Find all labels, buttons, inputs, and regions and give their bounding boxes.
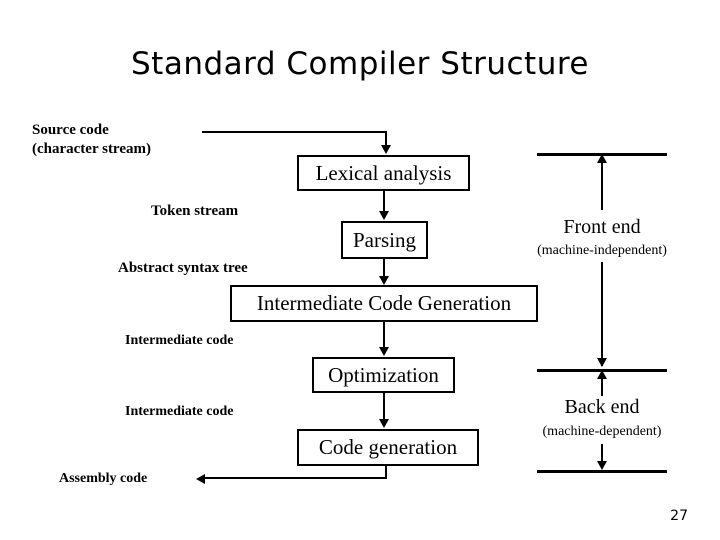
arrowhead-into-parsing <box>379 211 389 220</box>
phase-qualifier-front-end: (machine-independent) <box>537 243 667 258</box>
flow-label-abstract-syntax-tree: Abstract syntax tree <box>118 260 248 276</box>
phase-rule-back-end-bottom <box>537 470 667 473</box>
arrowhead-into-icg <box>379 276 389 285</box>
phase-label-back-end: Back end <box>564 396 640 418</box>
flow-label-intermediate-code-2: Intermediate code <box>125 404 234 419</box>
connector-codegen-to-assembly-horizontal <box>205 477 387 479</box>
stage-box-lexical-analysis[interactable]: Lexical analysis <box>297 155 470 191</box>
connector-source-to-lexical-vertical <box>385 131 387 146</box>
flow-label-token-stream: Token stream <box>151 203 239 219</box>
connector-parsing-to-icg <box>383 259 385 276</box>
flow-label-source-code-line1: Source code <box>32 122 109 138</box>
connector-lexical-to-parsing <box>383 190 385 212</box>
arrowhead-into-code-generation <box>379 419 389 428</box>
connector-icg-to-optimization <box>383 322 385 348</box>
flow-label-intermediate-code-1: Intermediate code <box>125 333 234 348</box>
stage-box-intermediate-code-generation[interactable]: Intermediate Code Generation <box>230 285 538 322</box>
phase-bracket-front-end-lower-stem <box>601 262 603 366</box>
flow-label-source-code: Source code (character stream) <box>32 121 151 159</box>
flow-label-source-code-line2: (character stream) <box>32 140 151 157</box>
arrowhead-into-optimization <box>379 347 389 356</box>
phase-label-front-end: Front end <box>563 216 641 238</box>
page-title: Standard Compiler Structure <box>131 46 589 82</box>
arrowhead-front-end-up <box>597 154 607 163</box>
phase-bracket-back-end-upper-stem <box>601 374 603 396</box>
arrowhead-front-end-down <box>597 358 607 367</box>
stage-box-code-generation[interactable]: Code generation <box>297 429 479 466</box>
connector-optimization-to-codegen <box>383 393 385 420</box>
stage-box-parsing[interactable]: Parsing <box>341 221 428 259</box>
connector-source-to-lexical-horizontal <box>202 131 387 133</box>
arrowhead-back-end-down <box>597 461 607 470</box>
arrowhead-back-end-up <box>597 370 607 379</box>
stage-box-optimization[interactable]: Optimization <box>312 357 455 393</box>
connector-codegen-to-assembly-vertical <box>385 466 387 479</box>
arrowhead-into-assembly-code <box>196 474 205 484</box>
flow-label-assembly-code: Assembly code <box>59 471 148 486</box>
page-number: 27 <box>670 508 688 524</box>
phase-qualifier-back-end: (machine-dependent) <box>542 424 662 439</box>
arrowhead-into-lexical-analysis <box>381 145 391 154</box>
phase-bracket-front-end-upper-stem <box>601 158 603 210</box>
phase-bracket-back-end-lower-stem <box>601 444 603 468</box>
